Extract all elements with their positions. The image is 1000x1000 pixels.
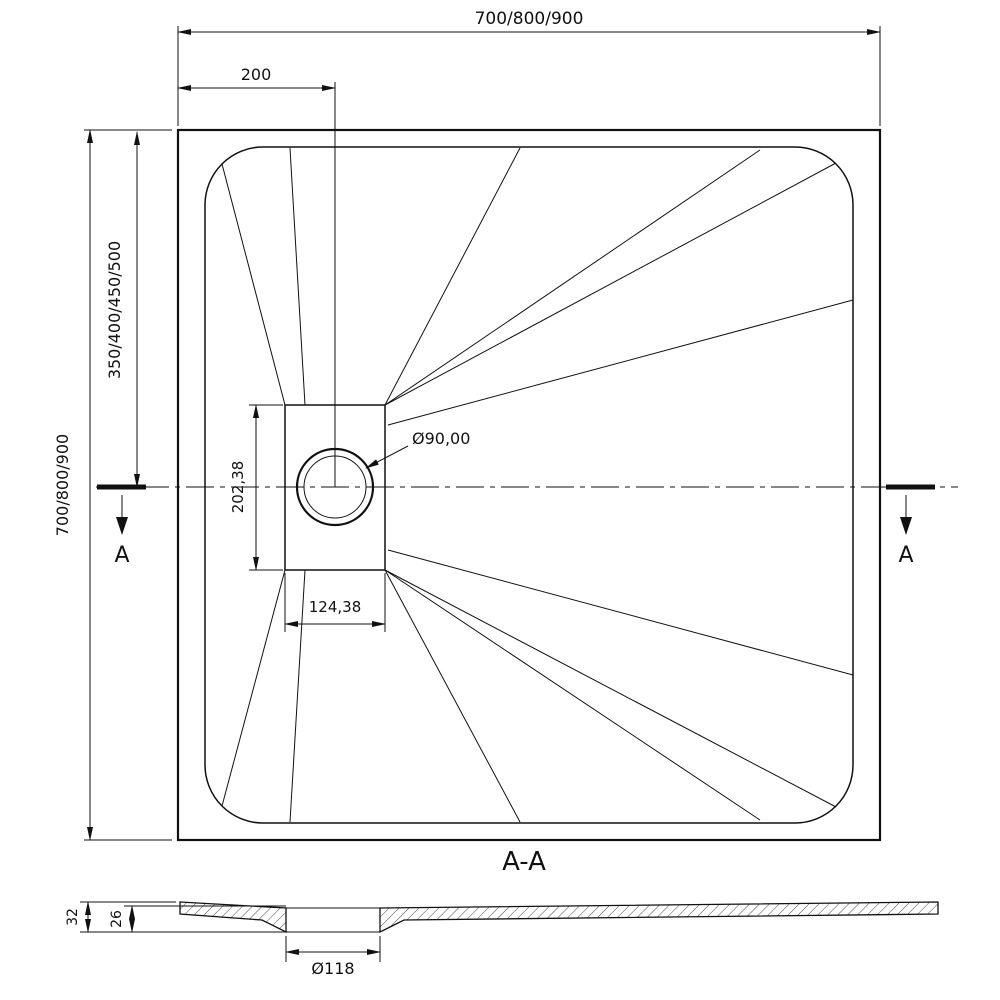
- leader-line: [365, 445, 409, 469]
- dim-drain-offset-x: 200: [177, 65, 336, 487]
- slope-line: [384, 569, 837, 808]
- slope-line: [384, 162, 837, 406]
- tray-inner-outline: [204, 146, 854, 824]
- dim-drain-diameter: Ø90,00: [365, 429, 470, 469]
- slope-line: [221, 163, 286, 406]
- dim-left-height-label: 700/800/900: [53, 434, 72, 536]
- dim-left-height: 700/800/900: [53, 129, 172, 841]
- slope-line: [289, 147, 306, 406]
- section-title: A-A: [502, 847, 546, 877]
- slope-line: [384, 147, 521, 406]
- slope-line: [387, 299, 854, 426]
- dim-top-width-label: 700/800/900: [475, 9, 584, 29]
- dim-drain-offset-y: 350/400/450/500: [105, 131, 140, 488]
- dim-drain-diameter-label: Ø90,00: [412, 429, 470, 448]
- section-profile-right: [379, 901, 939, 934]
- slope-line: [289, 569, 306, 823]
- slope-line: [387, 549, 854, 676]
- top-view: A A 700/800/900 200 700/800/900: [53, 9, 958, 842]
- dim-drain-box-height-label: 202,38: [229, 461, 247, 514]
- section-marker-letter-right: A: [898, 543, 913, 568]
- dim-drain-offset-y-label: 350/400/450/500: [105, 241, 124, 379]
- slope-line: [221, 569, 286, 807]
- section-marker-letter-left: A: [114, 543, 129, 568]
- dim-drain-hole-label: Ø118: [311, 959, 354, 978]
- slope-lines: [221, 147, 854, 823]
- dim-top-width: 700/800/900: [177, 9, 881, 126]
- slope-line: [384, 569, 761, 821]
- dim-drain-hole: Ø118: [285, 936, 381, 978]
- dim-drain-box-width-label: 124,38: [309, 598, 362, 616]
- section-view: A-A 32 26: [65, 847, 939, 978]
- dim-total-thickness: 32: [65, 901, 286, 933]
- dim-edge-thickness: 26: [109, 905, 286, 933]
- tray-outer-outline: [176, 128, 882, 842]
- dim-drain-offset-x-label: 200: [241, 65, 272, 84]
- dim-drain-box-width: 124,38: [284, 573, 386, 632]
- dim-edge-thickness-label: 26: [109, 910, 125, 928]
- slope-line: [384, 149, 761, 406]
- slope-line: [384, 569, 521, 823]
- section-profile-left: [179, 901, 287, 934]
- dim-drain-box-height: 202,38: [229, 404, 283, 571]
- dim-total-thickness-label: 32: [65, 908, 81, 926]
